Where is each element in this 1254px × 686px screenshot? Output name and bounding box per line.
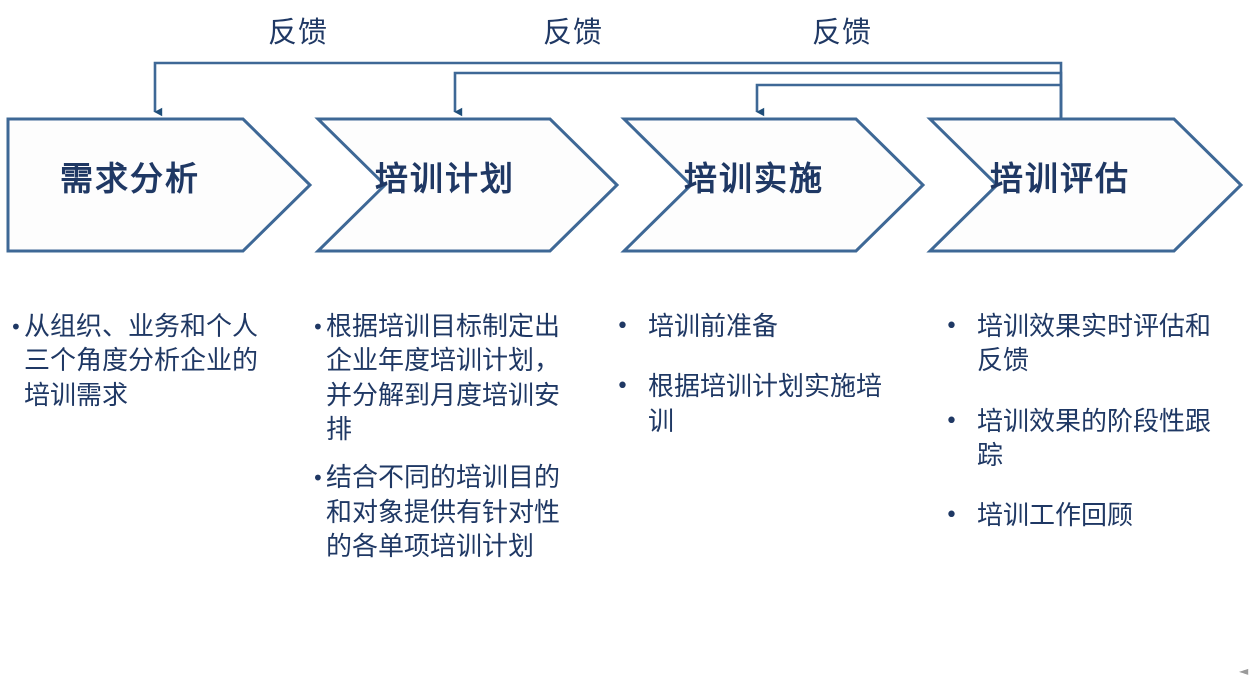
list-item: • 培训前准备 <box>616 310 906 344</box>
stage-title-1[interactable]: 需求分析 <box>60 159 200 198</box>
bullet-text: 根据培训目标制定出企业年度培训计划，并分解到月度培训安排 <box>326 312 561 445</box>
bullet-text: 根据培训计划实施培训 <box>648 372 883 437</box>
stage-shape-3[interactable] <box>620 117 926 253</box>
stage-shape-2[interactable] <box>314 117 620 253</box>
feedback-label-3: 反馈 <box>812 15 873 49</box>
bullet-point-icon: • <box>945 503 958 529</box>
bullet-text: 培训效果的阶段性跟踪 <box>977 406 1212 471</box>
bullet-text: 结合不同的培训目的和对象提供有针对性的各单项培训计划 <box>326 463 561 562</box>
list-item: • 根据培训计划实施培训 <box>616 370 906 439</box>
bullet-point-icon: • <box>312 315 324 339</box>
corner-marker-icon: ◄ <box>1239 664 1249 678</box>
stage-shape-1[interactable] <box>6 117 313 253</box>
feedback-label-2: 反馈 <box>543 15 604 49</box>
bullet-text: 培训效果实时评估和反馈 <box>977 312 1212 377</box>
stage-shape-4[interactable] <box>926 117 1244 253</box>
list-item: • 培训效果的阶段性跟踪 <box>945 405 1235 474</box>
bullet-text: 从组织、业务和个人三个角度分析企业的培训需求 <box>24 312 259 411</box>
bullet-text: 培训工作回顾 <box>977 501 1134 532</box>
feedback-arrow-1 <box>153 61 1063 120</box>
bullet-point-icon: • <box>312 466 324 491</box>
feedback-arrow-3 <box>755 83 1063 120</box>
bullet-column-1: • 从组织、业务和个人三个角度分析企业的培训需求 <box>10 310 276 427</box>
stage-title-4[interactable]: 培训评估 <box>990 159 1130 198</box>
bullet-column-4: • 培训效果实时评估和反馈 • 培训效果的阶段性跟踪 • 培训工作回顾 <box>945 310 1235 560</box>
feedback-label-1: 反馈 <box>268 15 329 49</box>
list-item: • 结合不同的培训目的和对象提供有针对性的各单项培训计划 <box>312 461 578 564</box>
bullet-column-3: • 培训前准备 • 根据培训计划实施培训 <box>616 310 906 465</box>
list-item: • 培训效果实时评估和反馈 <box>945 310 1235 379</box>
list-item: • 根据培训目标制定出企业年度培训计划，并分解到月度培训安排 <box>312 310 578 447</box>
list-item: • 从组织、业务和个人三个角度分析企业的培训需求 <box>10 310 276 413</box>
stage-title-3[interactable]: 培训实施 <box>684 159 824 198</box>
bullet-point-icon: • <box>945 314 958 339</box>
list-item: • 培训工作回顾 <box>945 499 1235 533</box>
bullet-point-icon: • <box>616 314 629 339</box>
bullet-point-icon: • <box>616 374 629 400</box>
bullet-text: 培训前准备 <box>648 312 779 342</box>
bullet-point-icon: • <box>10 315 22 339</box>
bullet-point-icon: • <box>945 408 958 434</box>
stage-title-2[interactable]: 培训计划 <box>375 159 515 198</box>
bullet-column-2: • 根据培训目标制定出企业年度培训计划，并分解到月度培训安排 • 结合不同的培训… <box>312 310 578 578</box>
